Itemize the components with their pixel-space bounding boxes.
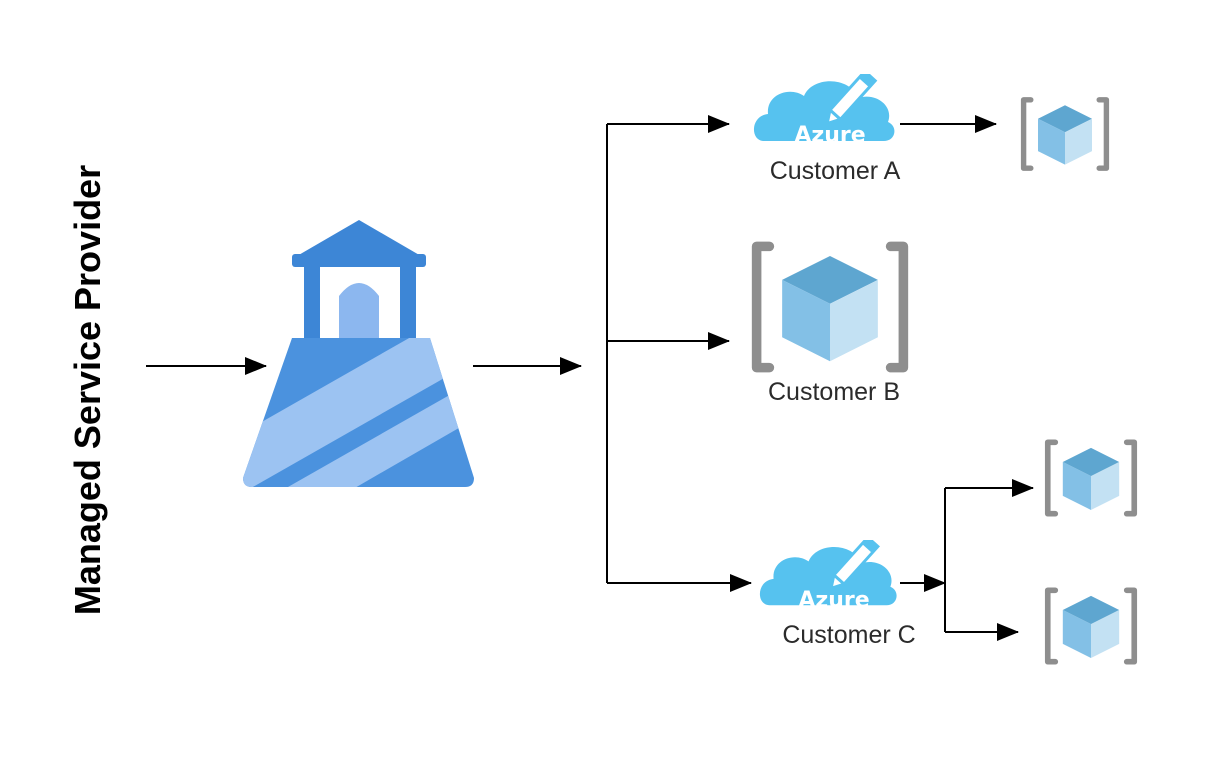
- customer-c-resource-cube-icon-1: [1048, 442, 1134, 513]
- svg-text:Azure: Azure: [798, 588, 869, 613]
- customer-a-resource-cube-icon: [1024, 100, 1107, 168]
- customer-b-label: Customer B: [768, 378, 900, 406]
- customer-b-resource-cube-icon: [757, 246, 904, 367]
- customer-c-azure-cloud-icon: Azure: [758, 540, 899, 613]
- customer-a-azure-cloud-icon: Azure: [752, 74, 896, 148]
- customer-c-label: Customer C: [782, 621, 916, 649]
- svg-text:Azure: Azure: [794, 123, 865, 148]
- customer-a-label: Customer A: [769, 157, 901, 185]
- customer-c-resource-cube-icon-2: [1048, 590, 1134, 661]
- lighthouse-icon: [243, 220, 474, 487]
